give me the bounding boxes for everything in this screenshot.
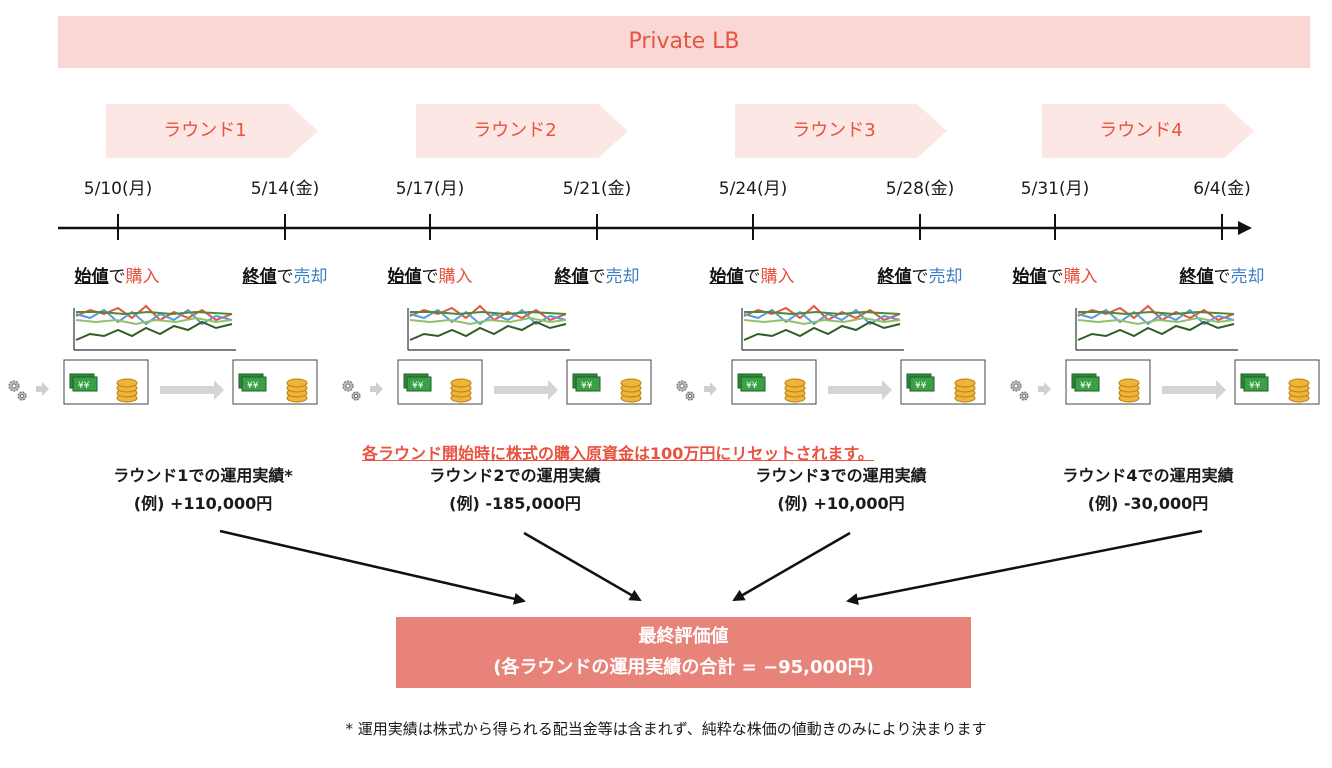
coin-stack-icon (116, 378, 138, 403)
svg-text:¥¥: ¥¥ (915, 381, 927, 391)
round-1-icon-strip: ¥¥ ¥¥ (8, 304, 318, 405)
round-1-performance-value: (例) +110,000円 (133, 494, 273, 513)
round-3-performance: ラウンド3での運用実績 (例) +10,000円 (755, 462, 926, 518)
round-2-performance-value: (例) -185,000円 (449, 494, 581, 513)
round-1-arrow: ラウンド1 (106, 104, 318, 158)
gear-icon (685, 391, 695, 401)
stock-chart-icon (1075, 304, 1238, 351)
cash-icon: ¥¥ (737, 373, 766, 392)
round-4-performance-value: (例) -30,000円 (1087, 494, 1209, 513)
buy-at-open-label: 始値で購入 (1012, 267, 1098, 287)
coin-stack-icon (1288, 378, 1310, 403)
arrow-round-3-to-final (732, 531, 851, 602)
date-round-3-end: 5/28(金) (885, 179, 955, 199)
round-1-performance-title: ラウンド1での運用実績* (113, 466, 293, 485)
final-score-subtitle: (各ラウンドの運用実績の合計 = −95,000円) (493, 657, 874, 678)
cash-icon: ¥¥ (403, 373, 432, 392)
tick-round-3-end (919, 214, 921, 240)
round-4-performance: ラウンド4での運用実績 (例) -30,000円 (1062, 462, 1233, 518)
round-2-arrow: ラウンド2 (416, 104, 628, 158)
round-3-icon-strip: ¥¥ ¥¥ (676, 304, 986, 405)
final-score-box: 最終評価値 (各ラウンドの運用実績の合計 = −95,000円) (396, 617, 971, 688)
round-3-performance-value: (例) +10,000円 (777, 494, 905, 513)
svg-text:¥¥: ¥¥ (247, 381, 259, 391)
final-score-title: 最終評価値 (638, 626, 729, 647)
arrow-round-4-to-final (846, 529, 1203, 605)
gear-icon (8, 380, 20, 392)
coin-stack-icon (784, 378, 806, 403)
arrow-round-2-to-final (523, 531, 642, 602)
gear-icon (1010, 380, 1022, 392)
gear-icon (17, 391, 27, 401)
round-2-performance: ラウンド2での運用実績 (例) -185,000円 (429, 462, 600, 518)
buy-at-open-label: 始値で購入 (74, 267, 160, 287)
round-2-icon-strip: ¥¥ ¥¥ (342, 304, 652, 405)
coin-stack-icon (450, 378, 472, 403)
cash-icon: ¥¥ (572, 373, 601, 392)
gear-icon (342, 380, 354, 392)
cash-icon: ¥¥ (238, 373, 267, 392)
svg-text:¥¥: ¥¥ (78, 381, 90, 391)
round-4-performance-title: ラウンド4での運用実績 (1062, 466, 1234, 485)
date-round-4-start: 5/31(月) (1020, 179, 1090, 199)
round-1-performance: ラウンド1での運用実績* (例) +110,000円 (113, 462, 293, 518)
tick-round-4-start (1054, 214, 1056, 240)
round-4-icon-strip: ¥¥ ¥¥ (1010, 304, 1320, 405)
timeline-arrowhead (1238, 221, 1252, 235)
tick-round-1-start (117, 214, 119, 240)
sell-at-close-label: 終値で売却 (1179, 267, 1265, 287)
footnote: * 運用実績は株式から得られる配当金等は含まれず、純粋な株価の値動きのみにより決… (345, 720, 987, 738)
round-3-performance-title: ラウンド3での運用実績 (755, 466, 927, 485)
sell-at-close-label: 終値で売却 (877, 267, 963, 287)
cash-icon: ¥¥ (69, 373, 98, 392)
date-round-2-end: 5/21(金) (562, 179, 632, 199)
buy-at-open-label: 始値で購入 (387, 267, 473, 287)
svg-text:¥¥: ¥¥ (1249, 381, 1261, 391)
private-lb-banner: Private LB (58, 16, 1310, 68)
date-round-1-end: 5/14(金) (250, 179, 320, 199)
round-2-performance-title: ラウンド2での運用実績 (429, 466, 601, 485)
gear-icon (351, 391, 361, 401)
svg-text:¥¥: ¥¥ (746, 381, 758, 391)
buy-at-open-label: 始値で購入 (709, 267, 795, 287)
reset-notice: 各ラウンド開始時に株式の購入原資金は100万円にリセットされます。 (362, 444, 874, 463)
arrow-round-1-to-final (219, 529, 526, 605)
svg-text:¥¥: ¥¥ (412, 381, 424, 391)
coin-stack-icon (1118, 378, 1140, 403)
round-4-arrow: ラウンド4 (1042, 104, 1254, 158)
date-round-3-start: 5/24(月) (718, 179, 788, 199)
coin-stack-icon (620, 378, 642, 403)
tick-round-2-start (429, 214, 431, 240)
coin-stack-icon (954, 378, 976, 403)
date-round-1-start: 5/10(月) (83, 179, 153, 199)
stock-chart-icon (741, 304, 904, 351)
round-3-arrow: ラウンド3 (735, 104, 947, 158)
gear-icon (1019, 391, 1029, 401)
tick-round-3-start (752, 214, 754, 240)
stock-chart-icon (407, 304, 570, 351)
sell-at-close-label: 終値で売却 (242, 267, 328, 287)
date-round-2-start: 5/17(月) (395, 179, 465, 199)
tick-round-2-end (596, 214, 598, 240)
stock-chart-icon (73, 304, 236, 351)
gear-icon (676, 380, 688, 392)
cash-icon: ¥¥ (1240, 373, 1269, 392)
tick-round-1-end (284, 214, 286, 240)
sell-at-close-label: 終値で売却 (554, 267, 640, 287)
svg-text:¥¥: ¥¥ (581, 381, 593, 391)
coin-stack-icon (286, 378, 308, 403)
cash-icon: ¥¥ (906, 373, 935, 392)
date-round-4-end: 6/4(金) (1193, 179, 1251, 199)
cash-icon: ¥¥ (1071, 373, 1100, 392)
tick-round-4-end (1221, 214, 1223, 240)
svg-text:¥¥: ¥¥ (1080, 381, 1092, 391)
